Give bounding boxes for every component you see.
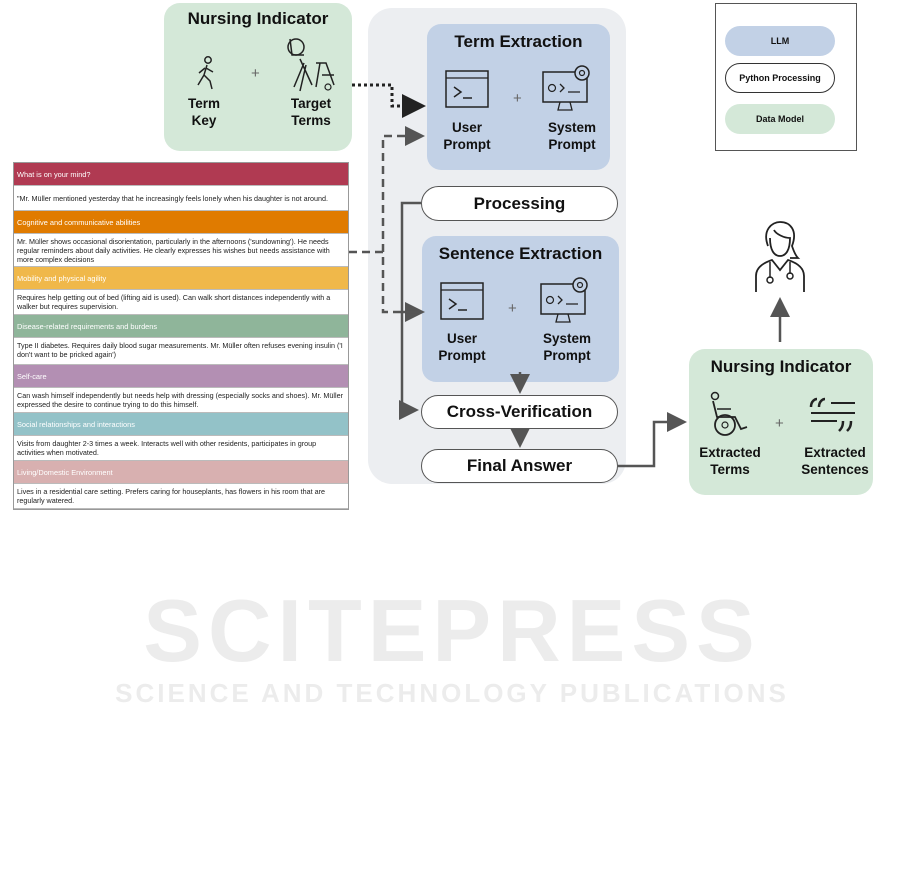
system-computer-icon bbox=[540, 277, 588, 323]
table-header: Living/Domestic Environment bbox=[14, 461, 348, 483]
quote-sentences-icon bbox=[809, 397, 855, 432]
arrow-processing-to-cross bbox=[399, 312, 419, 420]
legend-llm: LLM bbox=[725, 26, 835, 56]
extracted-sentences-label: Extracted Sentences bbox=[801, 445, 869, 477]
table-cell: Visits from daughter 2-3 times a week. I… bbox=[14, 435, 348, 461]
table-cell: Can wash himself independently but needs… bbox=[14, 387, 348, 413]
final-answer-box: Final Answer bbox=[421, 449, 618, 483]
watermark-big: SCITEPRESS bbox=[143, 581, 761, 680]
plus-sign: + bbox=[251, 65, 260, 82]
processing-box: Processing bbox=[421, 186, 618, 221]
sentence-extraction-title: Sentence Extraction bbox=[438, 244, 603, 263]
plus-sign: + bbox=[508, 300, 517, 317]
arrow-nursing-to-term-extraction bbox=[352, 83, 426, 118]
terminal-icon bbox=[440, 282, 484, 320]
nursing-indicator-output: Nursing Indicator + Extracted Terms Extr… bbox=[689, 349, 873, 495]
terminal-icon bbox=[445, 70, 489, 108]
system-computer-icon bbox=[542, 65, 590, 111]
walking-person-icon bbox=[197, 56, 214, 90]
table-cell: Mr. Müller shows occasional disorientati… bbox=[14, 233, 348, 267]
table-header: What is on your mind? bbox=[14, 163, 348, 185]
table-cell: Lives in a residential care setting. Pre… bbox=[14, 483, 348, 509]
table-cell: Type II diabetes. Requires daily blood s… bbox=[14, 337, 348, 365]
table-header: Cognitive and communicative abilities bbox=[14, 211, 348, 233]
nursing-indicator-output-title: Nursing Indicator bbox=[710, 357, 852, 376]
table-header: Social relationships and interactions bbox=[14, 413, 348, 435]
nursing-indicator-input: Nursing Indicator + Term Key Target Term… bbox=[164, 3, 352, 151]
target-terms-label: Target Terms bbox=[290, 96, 332, 128]
arrow-table-to-extraction bbox=[349, 250, 425, 322]
arrow-final-to-nursing bbox=[618, 412, 687, 468]
care-documentation-table: What is on your mind? "Mr. Müller mentio… bbox=[13, 162, 349, 510]
plus-sign: + bbox=[775, 415, 784, 432]
table-header: Self-care bbox=[14, 365, 348, 387]
extracted-terms-label: Extracted Terms bbox=[699, 445, 761, 477]
watermark-sub: SCIENCE AND TECHNOLOGY PUBLICATIONS bbox=[115, 678, 789, 708]
legend-data-model: Data Model bbox=[725, 104, 835, 134]
table-cell: "Mr. Müller mentioned yesterday that he … bbox=[14, 185, 348, 211]
user-prompt-label: User Prompt bbox=[438, 331, 486, 363]
nurse-icon bbox=[755, 221, 805, 292]
sentence-extraction-box: Sentence Extraction + User Prompt System… bbox=[422, 236, 619, 382]
arrow-processing-to-sentence bbox=[400, 201, 421, 314]
nursing-indicator-input-title: Nursing Indicator bbox=[187, 9, 329, 28]
term-key-label: Term Key bbox=[187, 96, 220, 128]
system-prompt-label: System Prompt bbox=[547, 120, 597, 152]
wheelchair-icon bbox=[710, 391, 748, 436]
term-extraction-title: Term Extraction bbox=[454, 32, 583, 51]
plus-sign: + bbox=[513, 90, 522, 107]
table-header: Disease-related requirements and burdens bbox=[14, 315, 348, 337]
system-prompt-label: System Prompt bbox=[542, 331, 592, 363]
user-prompt-label: User Prompt bbox=[443, 120, 491, 152]
wheelchair-walker-icon bbox=[287, 38, 335, 92]
table-cell: Requires help getting out of bed (liftin… bbox=[14, 289, 348, 315]
term-extraction-box: Term Extraction + User Prompt System Pro… bbox=[427, 24, 610, 170]
table-header: Mobility and physical agility bbox=[14, 267, 348, 289]
watermark: SCITEPRESS SCIENCE AND TECHNOLOGY PUBLIC… bbox=[0, 580, 901, 740]
legend-python-processing: Python Processing bbox=[725, 63, 835, 93]
